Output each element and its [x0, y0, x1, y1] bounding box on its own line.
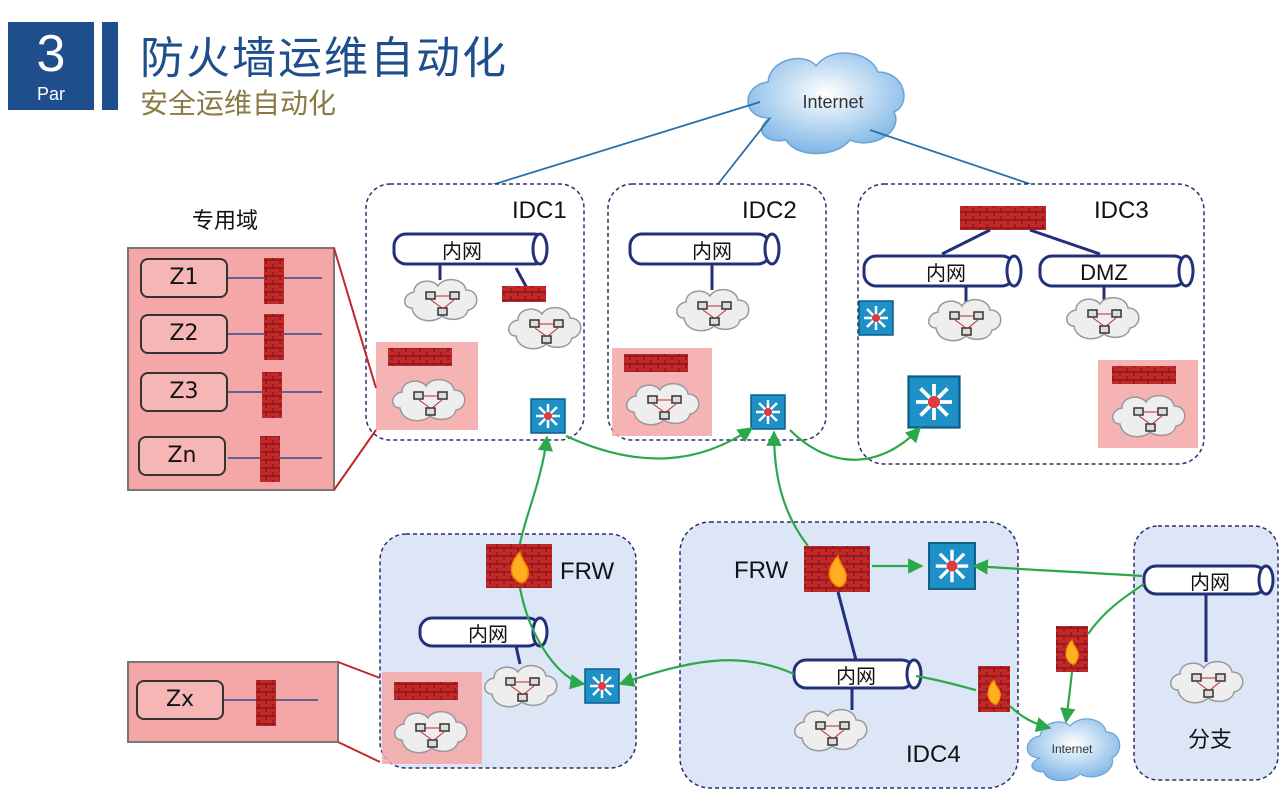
lower-left-intranet-bar: 内网 — [418, 616, 549, 648]
lower-left-switch-icon — [583, 667, 621, 705]
idc2-switch-icon — [749, 393, 787, 431]
branch-label: 分支 — [1188, 728, 1232, 753]
zone-z1: Z1 — [140, 258, 228, 298]
idc1-label: IDC1 — [512, 197, 567, 224]
idc2-security-zone — [612, 348, 712, 436]
dedicated-domain-label: 专用域 — [192, 209, 259, 234]
branch-intranet-bar: 内网 — [1142, 564, 1275, 596]
zone-zn: Zn — [138, 436, 226, 476]
frw-right-label: FRW — [734, 557, 789, 584]
internet-cloud-bottom: Internet — [1026, 718, 1121, 782]
idc3-label: IDC3 — [1094, 197, 1149, 224]
lower-left-intranet-label: 内网 — [468, 622, 508, 646]
page-title: 防火墙运维自动化 — [140, 33, 508, 84]
zone-z3: Z3 — [140, 372, 228, 412]
zone-x-security-zone — [382, 672, 482, 764]
page-subtitle: 安全运维自动化 — [140, 87, 337, 120]
frw-right-firewall-icon — [804, 546, 870, 592]
idc3-intranet-bar: 内网 — [862, 254, 1023, 288]
idc1-intranet-label: 内网 — [442, 239, 482, 263]
section-part-label: Par — [36, 84, 65, 104]
idc2-intranet-bar: 内网 — [628, 232, 781, 266]
idc3-small-switch-icon — [857, 299, 895, 337]
idc4-core-switch-icon — [927, 541, 977, 591]
idc1-switch-icon — [529, 397, 567, 435]
traffic-flows — [518, 426, 1145, 733]
idc2-intranet-label: 内网 — [692, 239, 732, 263]
idc3-dmz-bar: DMZ — [1038, 254, 1195, 288]
idc1-intranet-bar: 内网 — [392, 232, 549, 266]
internet-label-bottom: Internet — [1052, 742, 1093, 756]
internet-cloud-top: Internet — [747, 52, 905, 155]
idc3-dmz-label: DMZ — [1080, 260, 1128, 285]
frw-left-label: FRW — [560, 558, 615, 585]
header-divider — [102, 22, 118, 110]
zone-x-panel — [127, 661, 381, 763]
section-badge: 3 Par — [8, 22, 94, 110]
idc3-firewall — [960, 206, 1046, 230]
idc3-security-zone — [1098, 360, 1198, 448]
zone-z2: Z2 — [140, 314, 228, 354]
idc1-small-firewall — [502, 286, 546, 302]
idc3-intranet-label: 内网 — [926, 261, 966, 285]
branch-firewall-icon — [1056, 626, 1088, 672]
internet-label-top: Internet — [802, 92, 863, 112]
idc4-intranet-label: 内网 — [836, 664, 876, 688]
idc4-intranet-bar: 内网 — [792, 658, 923, 690]
idc1-security-zone — [376, 342, 478, 430]
branch-intranet-label: 内网 — [1190, 570, 1230, 594]
idc2-label: IDC2 — [742, 197, 797, 224]
idc4-label: IDC4 — [906, 741, 961, 768]
idc4-edge-firewall-icon — [978, 666, 1010, 712]
zone-zx: Zx — [136, 680, 224, 720]
frw-left-firewall-icon — [486, 544, 552, 588]
idc3-core-switch-icon — [906, 374, 962, 430]
section-number: 3 — [36, 25, 66, 83]
